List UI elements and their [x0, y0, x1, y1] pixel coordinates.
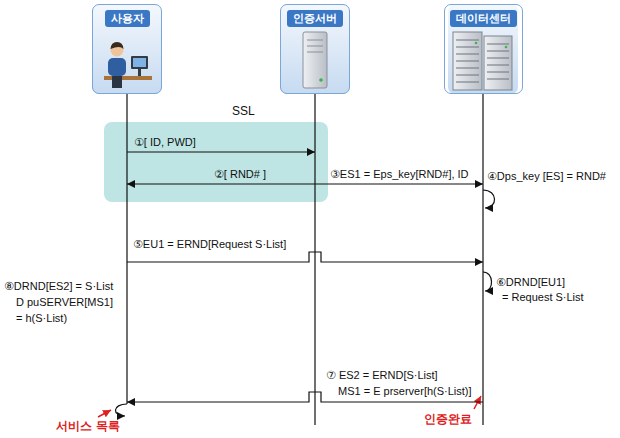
monitor — [131, 56, 148, 69]
rack — [453, 32, 482, 90]
user-icon — [104, 42, 152, 88]
step-note: = h(S·List) — [16, 312, 67, 325]
pointer-arrow — [98, 410, 111, 417]
message-label: ⑤EU1 = ERND[Request S·List] — [133, 238, 286, 251]
status-light — [505, 46, 508, 49]
message-arrow — [127, 252, 483, 262]
power-light — [319, 78, 323, 82]
message-label: ②[ RND# ] — [214, 168, 266, 181]
person-body — [108, 58, 126, 76]
self-message — [115, 404, 127, 416]
screen — [133, 58, 146, 67]
rack-units — [456, 40, 479, 82]
desk — [104, 76, 152, 80]
step-note: D puSERVER[MS1] — [16, 296, 113, 309]
drive-slot — [307, 52, 323, 53]
message-label: ③ES1 = Eps_key[RND#], ID — [330, 168, 469, 181]
self-message — [483, 190, 495, 208]
actor-ground — [448, 4, 518, 94]
lifeline — [482, 94, 483, 425]
drive-slot — [307, 46, 323, 47]
self-message — [483, 272, 492, 291]
server-icon — [303, 32, 327, 88]
message-note: MS1 = E prserver[h(S·List)] — [338, 385, 472, 398]
actor-box: 인증서버 — [280, 4, 350, 94]
message-label: ①[ ID, PWD] — [134, 136, 196, 149]
message-arrow — [127, 183, 315, 184]
server-case — [303, 32, 327, 88]
actor-ground — [92, 4, 162, 94]
step-note: ⑧DRND[ES2] = S·List — [4, 280, 113, 293]
actor-name: 사용자 — [105, 10, 150, 27]
message-arrow — [315, 183, 483, 184]
person-legs — [112, 76, 122, 88]
ssl-region — [104, 122, 328, 202]
region-label: SSL — [232, 104, 255, 118]
status-note: 인증완료 — [424, 412, 472, 426]
rack-units — [487, 44, 509, 79]
drive-slot — [307, 40, 323, 41]
actor-ground — [280, 4, 350, 94]
step-note: = Request S·List — [502, 291, 584, 304]
status-note: 서비스 목록 — [56, 419, 120, 433]
actor-name: 데이터센터 — [450, 10, 517, 27]
lifeline — [314, 94, 315, 425]
step-note: ⑥DRND[EU1] — [496, 276, 565, 289]
datacenter-icon — [453, 32, 512, 90]
person-hair — [111, 42, 124, 49]
message-arrow — [127, 151, 315, 152]
message-label: ⑦ ES2 = ERND[S·List] — [326, 369, 438, 382]
lifeline — [126, 94, 127, 404]
actor-box: 사용자 — [92, 4, 162, 94]
step-note: ④Dps_key [ES] = RND# — [487, 170, 606, 183]
actor-box: 데이터센터 — [444, 4, 523, 94]
monitor-stand — [138, 69, 141, 76]
actor-name: 인증서버 — [287, 10, 343, 27]
status-light — [475, 42, 478, 45]
rack — [484, 36, 512, 90]
